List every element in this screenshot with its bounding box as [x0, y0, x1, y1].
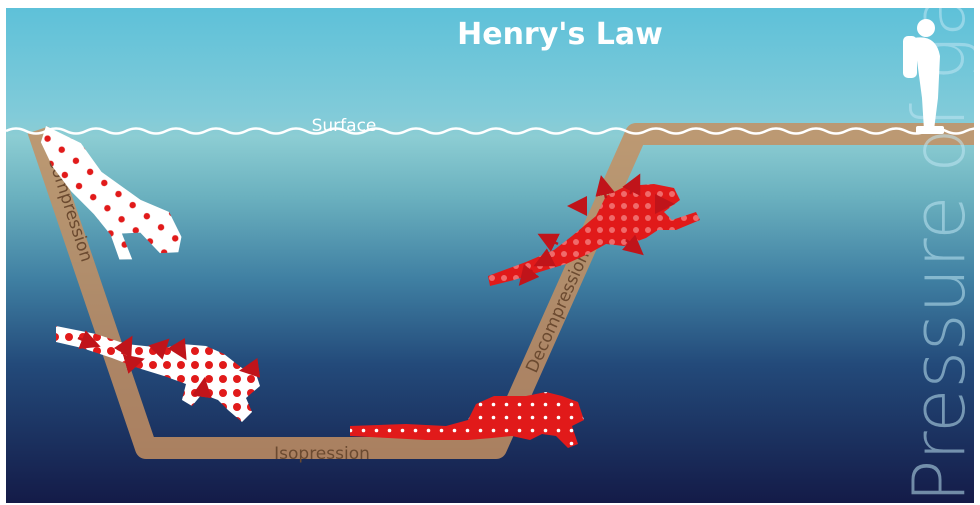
isopression-label: Isopression: [274, 444, 370, 464]
surface-diver-figure: [903, 19, 944, 134]
compression-arrow: [167, 337, 187, 361]
diver-isopression-figure: [350, 392, 584, 448]
diagram-title: Henry's Law: [457, 17, 663, 52]
compression-arrow: [77, 330, 101, 349]
diver-compression-figure: [56, 326, 261, 422]
decompression-arrow: [537, 233, 560, 252]
compression-arrow: [239, 357, 261, 378]
surface-label: Surface: [312, 116, 377, 136]
diver-descending-figure: [40, 126, 182, 260]
decompression-arrow: [622, 173, 641, 196]
surface-wave: [6, 127, 974, 135]
compression-arrow: [122, 354, 145, 374]
decompression-arrow: [595, 175, 616, 199]
decompression-arrow: [518, 264, 540, 286]
diagram-svg: Henry's Law Surface Compression Isopress…: [6, 8, 974, 503]
ocean-background: Henry's Law Surface Compression Isopress…: [6, 8, 974, 503]
decompression-arrow: [622, 234, 644, 256]
compression-arrow: [113, 335, 133, 358]
diver-decompression-figure: [488, 173, 700, 286]
decompression-arrow: [533, 248, 556, 267]
compression-arrow: [191, 377, 212, 399]
compression-arrow: [148, 338, 170, 360]
